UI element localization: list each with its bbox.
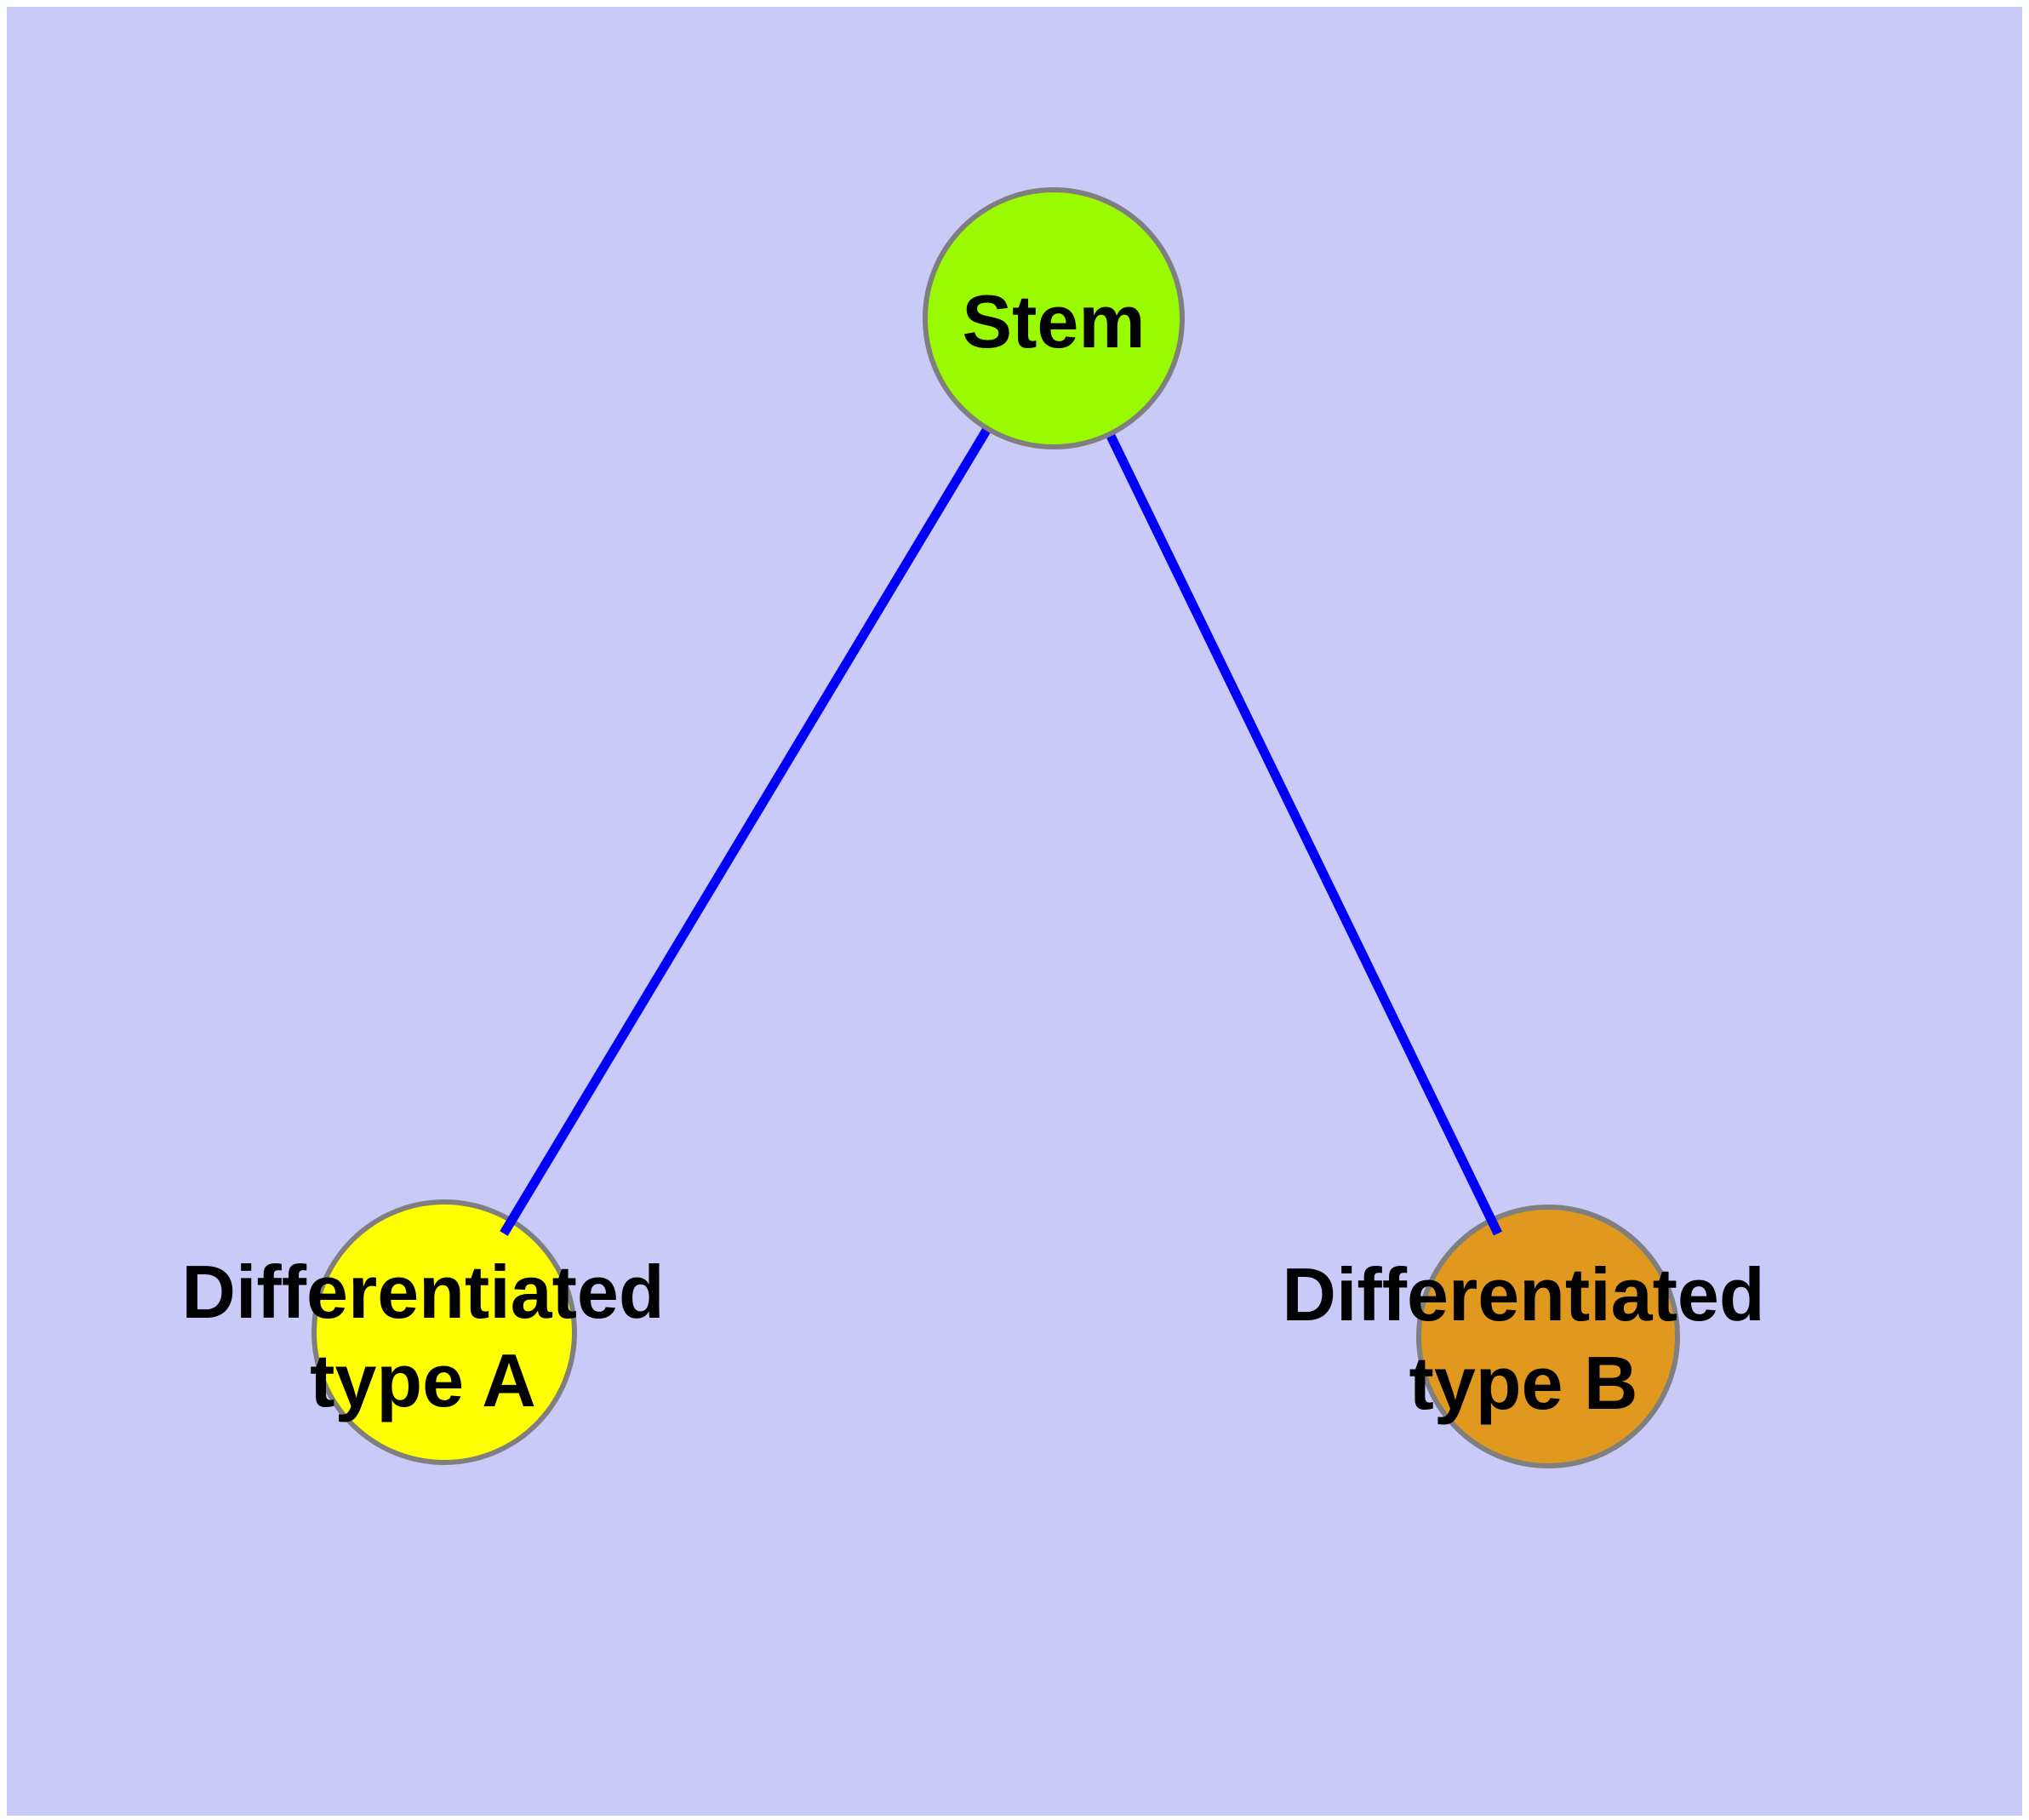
stem-node-label: Stem	[962, 279, 1146, 363]
type-b-label-line1: Differentiated	[1282, 1252, 1765, 1336]
edge-stem-to-type-b	[1049, 316, 1502, 1236]
differentiated-type-b-label: Differentiated type B	[1282, 1251, 1764, 1428]
stem-node	[923, 187, 1185, 449]
differentiated-type-a-label: Differentiated type A	[181, 1248, 664, 1425]
type-b-label-line2: type B	[1409, 1341, 1638, 1425]
type-a-label-line1: Differentiated	[181, 1250, 665, 1334]
differentiated-type-a-node	[311, 1199, 577, 1465]
type-a-label-line2: type A	[310, 1338, 536, 1422]
differentiated-type-b-node	[1416, 1205, 1680, 1468]
edge-stem-to-type-a	[500, 316, 1058, 1236]
